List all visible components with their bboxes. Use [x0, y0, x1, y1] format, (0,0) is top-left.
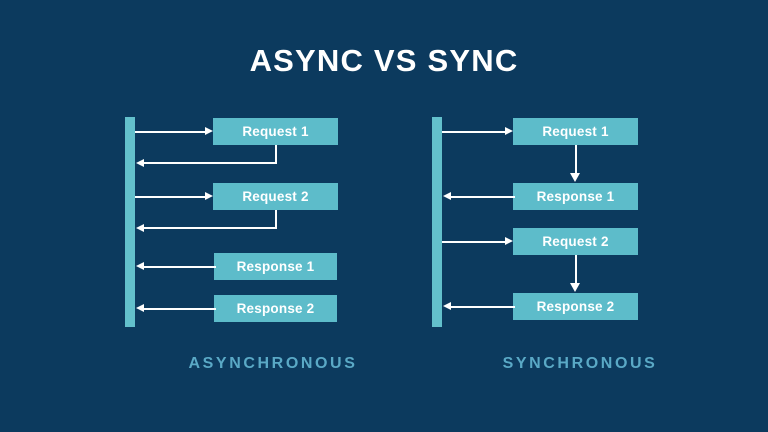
sync-arrowhead-request-1-to-response-1 — [570, 173, 580, 182]
async-arrowhead-response-1 — [136, 262, 144, 270]
sync-box-request-2[interactable]: Request 2 — [513, 228, 638, 255]
sync-arrowhead-to-request-2 — [505, 237, 513, 245]
sync-lifeline-bar — [432, 117, 442, 327]
async-arrow-line-response-1 — [144, 265, 216, 268]
sync-caption: SYNCHRONOUS — [502, 355, 658, 372]
async-arrowhead-to-request-2 — [205, 192, 213, 200]
async-arrowhead-to-request-1 — [205, 127, 213, 135]
sync-arrowhead-request-2-to-response-2 — [570, 283, 580, 292]
async-box-request-1[interactable]: Request 1 — [213, 118, 338, 145]
async-return-drop-request-1 — [275, 145, 277, 164]
sync-arrow-line-to-request-2 — [442, 240, 505, 243]
sync-arrowhead-to-request-1 — [505, 127, 513, 135]
sync-arrowhead-response-2 — [443, 302, 451, 310]
sync-flow-line-request-2-to-response-2 — [574, 255, 577, 284]
sync-diagram-panel: Request 1 Response 1 Request 2 Response … — [415, 105, 745, 385]
page-title: ASYNC VS SYNC — [249, 43, 519, 78]
async-diagram-panel: Request 1 Request 2 Response 1 Response … — [108, 105, 438, 385]
sync-flow-line-request-1-to-response-1 — [574, 145, 577, 174]
sync-box-response-1[interactable]: Response 1 — [513, 183, 638, 210]
async-box-response-2[interactable]: Response 2 — [214, 295, 337, 322]
sync-arrowhead-response-1 — [443, 192, 451, 200]
async-lifeline-bar — [125, 117, 135, 327]
sync-arrow-line-response-1 — [451, 195, 515, 198]
async-caption: ASYNCHRONOUS — [188, 355, 358, 372]
sync-arrow-line-response-2 — [451, 305, 515, 308]
async-box-request-2[interactable]: Request 2 — [213, 183, 338, 210]
async-return-line-request-1 — [144, 162, 277, 164]
async-arrow-line-to-request-1 — [135, 130, 205, 133]
async-box-response-1[interactable]: Response 1 — [214, 253, 337, 280]
async-arrow-line-to-request-2 — [135, 195, 205, 198]
sync-box-response-2[interactable]: Response 2 — [513, 293, 638, 320]
async-arrowhead-response-2 — [136, 304, 144, 312]
sync-box-request-1[interactable]: Request 1 — [513, 118, 638, 145]
async-return-line-request-2 — [144, 227, 277, 229]
async-return-drop-request-2 — [275, 210, 277, 229]
async-arrow-line-response-2 — [144, 307, 216, 310]
async-arrowhead-return-request-1 — [136, 158, 144, 167]
async-arrowhead-return-request-2 — [136, 223, 144, 232]
sync-arrow-line-to-request-1 — [442, 130, 505, 133]
